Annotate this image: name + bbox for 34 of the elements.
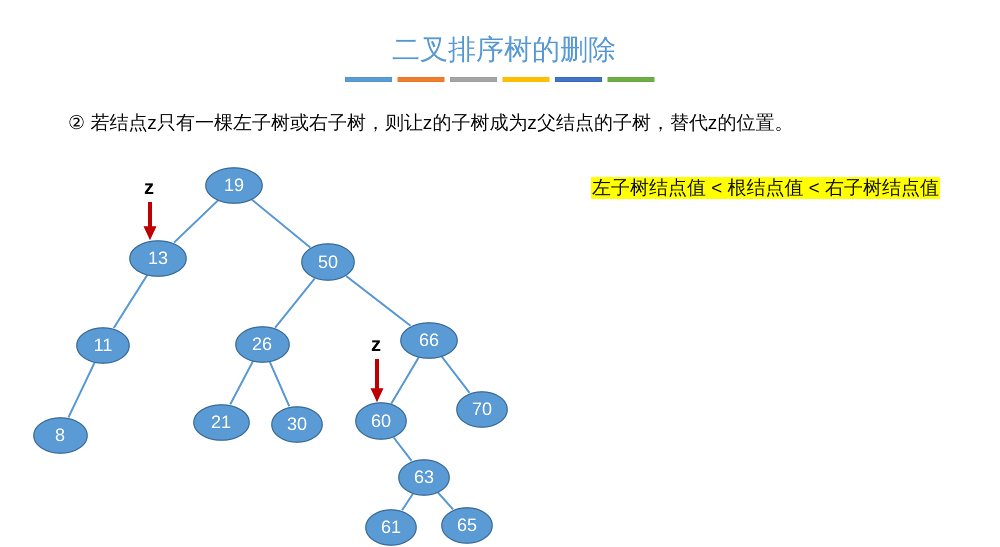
connector-line (229, 360, 254, 405)
tree-node: 63 (398, 458, 450, 496)
tree-node: 70 (456, 390, 508, 428)
tree-node: 26 (234, 326, 290, 362)
tree-node: 8 (32, 416, 88, 454)
connector-line (251, 198, 312, 248)
connector-line (390, 356, 420, 404)
highlighted-note: 左子树结点值 < 根结点值 < 右子树结点值 (591, 177, 940, 199)
pointer-label: z (367, 331, 385, 359)
tree-node: 61 (365, 508, 417, 546)
arrow (144, 202, 156, 240)
connector-line (173, 200, 219, 244)
title: 二叉排序树的删除 (391, 33, 617, 67)
tree-node: 19 (205, 166, 263, 204)
tree-node: 66 (400, 322, 458, 358)
connector-line (68, 362, 96, 418)
connector-line (440, 356, 470, 394)
connector-line (346, 275, 412, 327)
tree-node: 21 (192, 404, 250, 440)
connector-line (437, 492, 454, 510)
connector-line (274, 278, 316, 328)
tree-node: 50 (301, 243, 355, 281)
tree-node: 13 (129, 240, 187, 276)
tree-node: 65 (441, 506, 493, 544)
connector-line (392, 436, 412, 462)
connector-line (112, 274, 148, 329)
arrow (370, 359, 384, 402)
tree-node: 60 (355, 402, 407, 440)
connector-line (268, 361, 290, 407)
instruction-text: ② 若结点z只有一棵左子树或右子树，则让z的子树成为z父结点的子树，替代z的位置。 (68, 112, 794, 136)
tree-node: 30 (271, 406, 323, 442)
connector-line (401, 493, 414, 511)
pointer-label: z (140, 174, 158, 202)
tree-node: 11 (76, 326, 130, 364)
